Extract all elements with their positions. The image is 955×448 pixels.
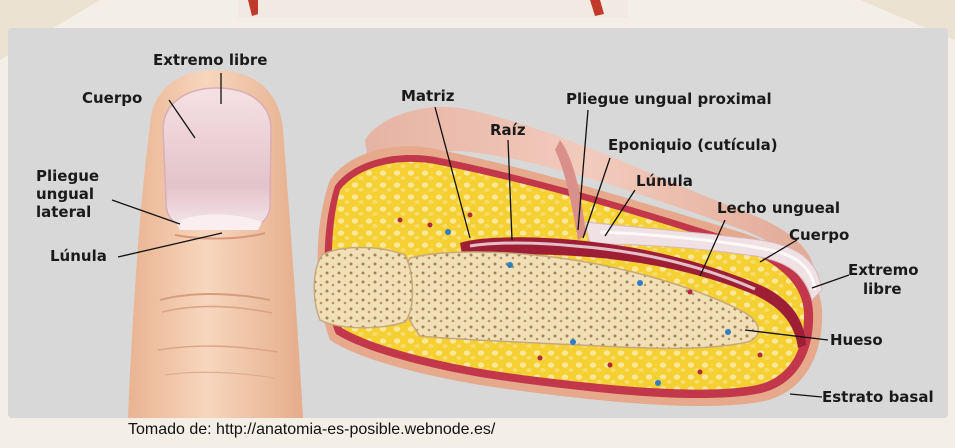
label-extremo-libre-section-line1: Extremo (848, 262, 919, 279)
label-hueso: Hueso (830, 332, 883, 349)
label-eponiquio: Eponiquio (cutícula) (608, 137, 778, 154)
label-lunula-front: Lúnula (50, 248, 107, 265)
label-extremo-libre-section-line2: libre (863, 281, 902, 298)
label-raiz: Raíz (490, 122, 526, 139)
label-pliegue-lateral-line2: ungual (36, 186, 94, 203)
label-pliegue-proximal: Pliegue ungual proximal (566, 91, 772, 108)
label-extremo-libre-front: Extremo libre (153, 52, 267, 69)
label-pliegue-lateral-line1: Pliegue (36, 168, 99, 185)
label-cuerpo-front: Cuerpo (82, 90, 142, 107)
label-matriz: Matriz (401, 88, 455, 105)
source-credit: Tomado de: http://anatomia-es-posible.we… (128, 421, 495, 439)
banner-title-fragment (238, 0, 628, 18)
finger-front-view (128, 70, 303, 418)
label-estrato-basal: Estrato basal (822, 389, 934, 406)
label-lecho-ungueal: Lecho ungueal (717, 200, 840, 217)
label-cuerpo-section: Cuerpo (789, 227, 849, 244)
label-lunula-section: Lúnula (636, 173, 693, 190)
label-pliegue-lateral-line3: lateral (36, 204, 91, 221)
